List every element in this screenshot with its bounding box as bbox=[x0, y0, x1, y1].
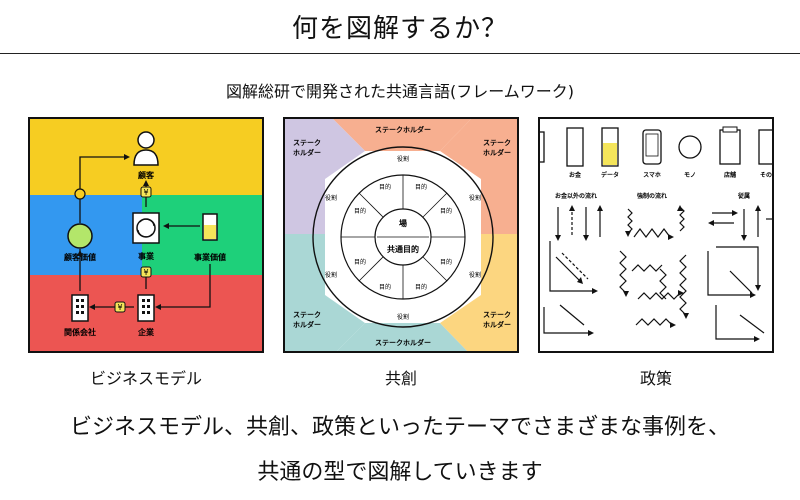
purpose-3: 目的 bbox=[354, 207, 366, 215]
smartphone-icon bbox=[642, 129, 662, 165]
stakeholder-br-2: ホルダー bbox=[483, 320, 511, 329]
caption-cocreation: 共創 bbox=[384, 369, 417, 388]
stakeholder-tr-1: ステーク bbox=[483, 138, 511, 147]
cocreation-diagram: ステークホルダー ステークホルダー ステーク ホルダー ステーク ホルダー ステ… bbox=[283, 117, 519, 353]
yen-badge-mid bbox=[140, 266, 152, 278]
yen-label-mid: ¥ bbox=[143, 268, 148, 277]
title-divider bbox=[0, 53, 800, 54]
description-line-1: ビジネスモデル、共創、政策といったテーマでさまざまな事例を、 bbox=[69, 415, 730, 440]
caption-business-model: ビジネスモデル bbox=[89, 369, 202, 388]
zone-left bbox=[285, 119, 365, 234]
role-right-bottom: 役割 bbox=[469, 271, 481, 279]
zone-bottom-left bbox=[285, 234, 365, 351]
icon-label-store: 店舗 bbox=[724, 171, 736, 179]
zone-bottom bbox=[337, 323, 468, 351]
icon-label-other: その他 bbox=[760, 171, 774, 179]
customer-value-icon bbox=[67, 223, 93, 249]
purpose-4: 目的 bbox=[440, 207, 452, 215]
store-icon bbox=[719, 126, 741, 165]
role-right-top: 役割 bbox=[469, 194, 481, 202]
thing-icon bbox=[678, 135, 702, 159]
zone-bottom-right bbox=[440, 234, 517, 351]
icon-label-thing: モノ bbox=[684, 172, 696, 179]
zone-right bbox=[440, 119, 517, 234]
icon-label-data: データ bbox=[601, 171, 619, 179]
company-building-icon bbox=[137, 294, 155, 322]
policy-diagram: お金 データ スマホ モノ 店舗 その他 お金以外の流れ 強制の流れ 従属 bbox=[538, 117, 774, 353]
stakeholder-br-1: ステーク bbox=[483, 310, 511, 319]
yen-badge-top bbox=[140, 186, 152, 198]
purpose-5: 目的 bbox=[354, 258, 366, 266]
business-value-icon bbox=[202, 213, 218, 241]
stakeholder-tl-1: ステーク bbox=[293, 138, 321, 147]
stakeholder-top: ステークホルダー bbox=[375, 125, 431, 134]
data-icon bbox=[601, 127, 619, 167]
description-line-2: 共通の型で図解していきます bbox=[257, 460, 543, 485]
label-business: 事業 bbox=[138, 251, 155, 261]
flow-label-subordinate: 従属 bbox=[737, 192, 750, 200]
money-icon bbox=[566, 127, 584, 167]
icon-label-smartphone: スマホ bbox=[643, 172, 661, 179]
label-affiliate: 関係会社 bbox=[64, 327, 96, 337]
stakeholder-tl-2: ホルダー bbox=[293, 148, 321, 157]
label-customer: 顧客 bbox=[138, 170, 155, 180]
caption-policy: 政策 bbox=[639, 369, 672, 388]
label-business-value: 事業価値 bbox=[194, 252, 226, 262]
purpose-7: 目的 bbox=[379, 283, 391, 291]
flow-arrow-heads bbox=[555, 205, 761, 342]
customer-person-icon bbox=[133, 131, 159, 166]
subtitle: 図解総研で開発された共通言語(フレームワーク) bbox=[225, 82, 574, 101]
affiliate-building-icon bbox=[71, 294, 89, 322]
purpose-6: 目的 bbox=[440, 258, 452, 266]
zone-top bbox=[333, 119, 471, 151]
purpose-1: 目的 bbox=[379, 183, 391, 191]
stakeholder-tr-2: ホルダー bbox=[483, 148, 511, 157]
yen-badge-bottom bbox=[114, 301, 126, 313]
page-title: 何を図解するか？ bbox=[291, 14, 508, 44]
clipped-icon bbox=[540, 131, 545, 163]
flow-lines bbox=[543, 206, 772, 340]
flow-label-nonmoney: お金以外の流れ bbox=[555, 192, 597, 200]
field-label: 場 bbox=[399, 218, 407, 228]
stakeholder-bottom: ステークホルダー bbox=[375, 338, 431, 347]
band-green bbox=[142, 195, 262, 275]
stakeholder-bl-1: ステーク bbox=[293, 310, 321, 319]
icon-label-money: お金 bbox=[569, 171, 582, 179]
flow-label-forced: 強制の流れ bbox=[637, 192, 667, 200]
role-bottom: 役割 bbox=[397, 313, 409, 321]
role-left-bottom: 役割 bbox=[325, 271, 337, 279]
purpose-8: 目的 bbox=[415, 283, 427, 291]
role-left-top: 役割 bbox=[325, 194, 337, 202]
stakeholder-bl-2: ホルダー bbox=[293, 320, 321, 329]
purpose-2: 目的 bbox=[415, 183, 427, 191]
outer-ring bbox=[312, 146, 494, 328]
business-model-diagram: 顧客 顧客価値 事業 事業価値 関係会社 bbox=[28, 117, 264, 353]
junction-dot bbox=[74, 188, 86, 200]
yen-label-bottom: ¥ bbox=[117, 303, 122, 312]
common-purpose-label: 共通目的 bbox=[387, 244, 419, 254]
spokes bbox=[341, 175, 465, 299]
role-top: 役割 bbox=[397, 155, 409, 163]
label-company: 企業 bbox=[137, 327, 155, 337]
other-icon bbox=[758, 129, 772, 165]
yen-label-top: ¥ bbox=[143, 188, 148, 197]
business-building-icon bbox=[132, 212, 160, 244]
